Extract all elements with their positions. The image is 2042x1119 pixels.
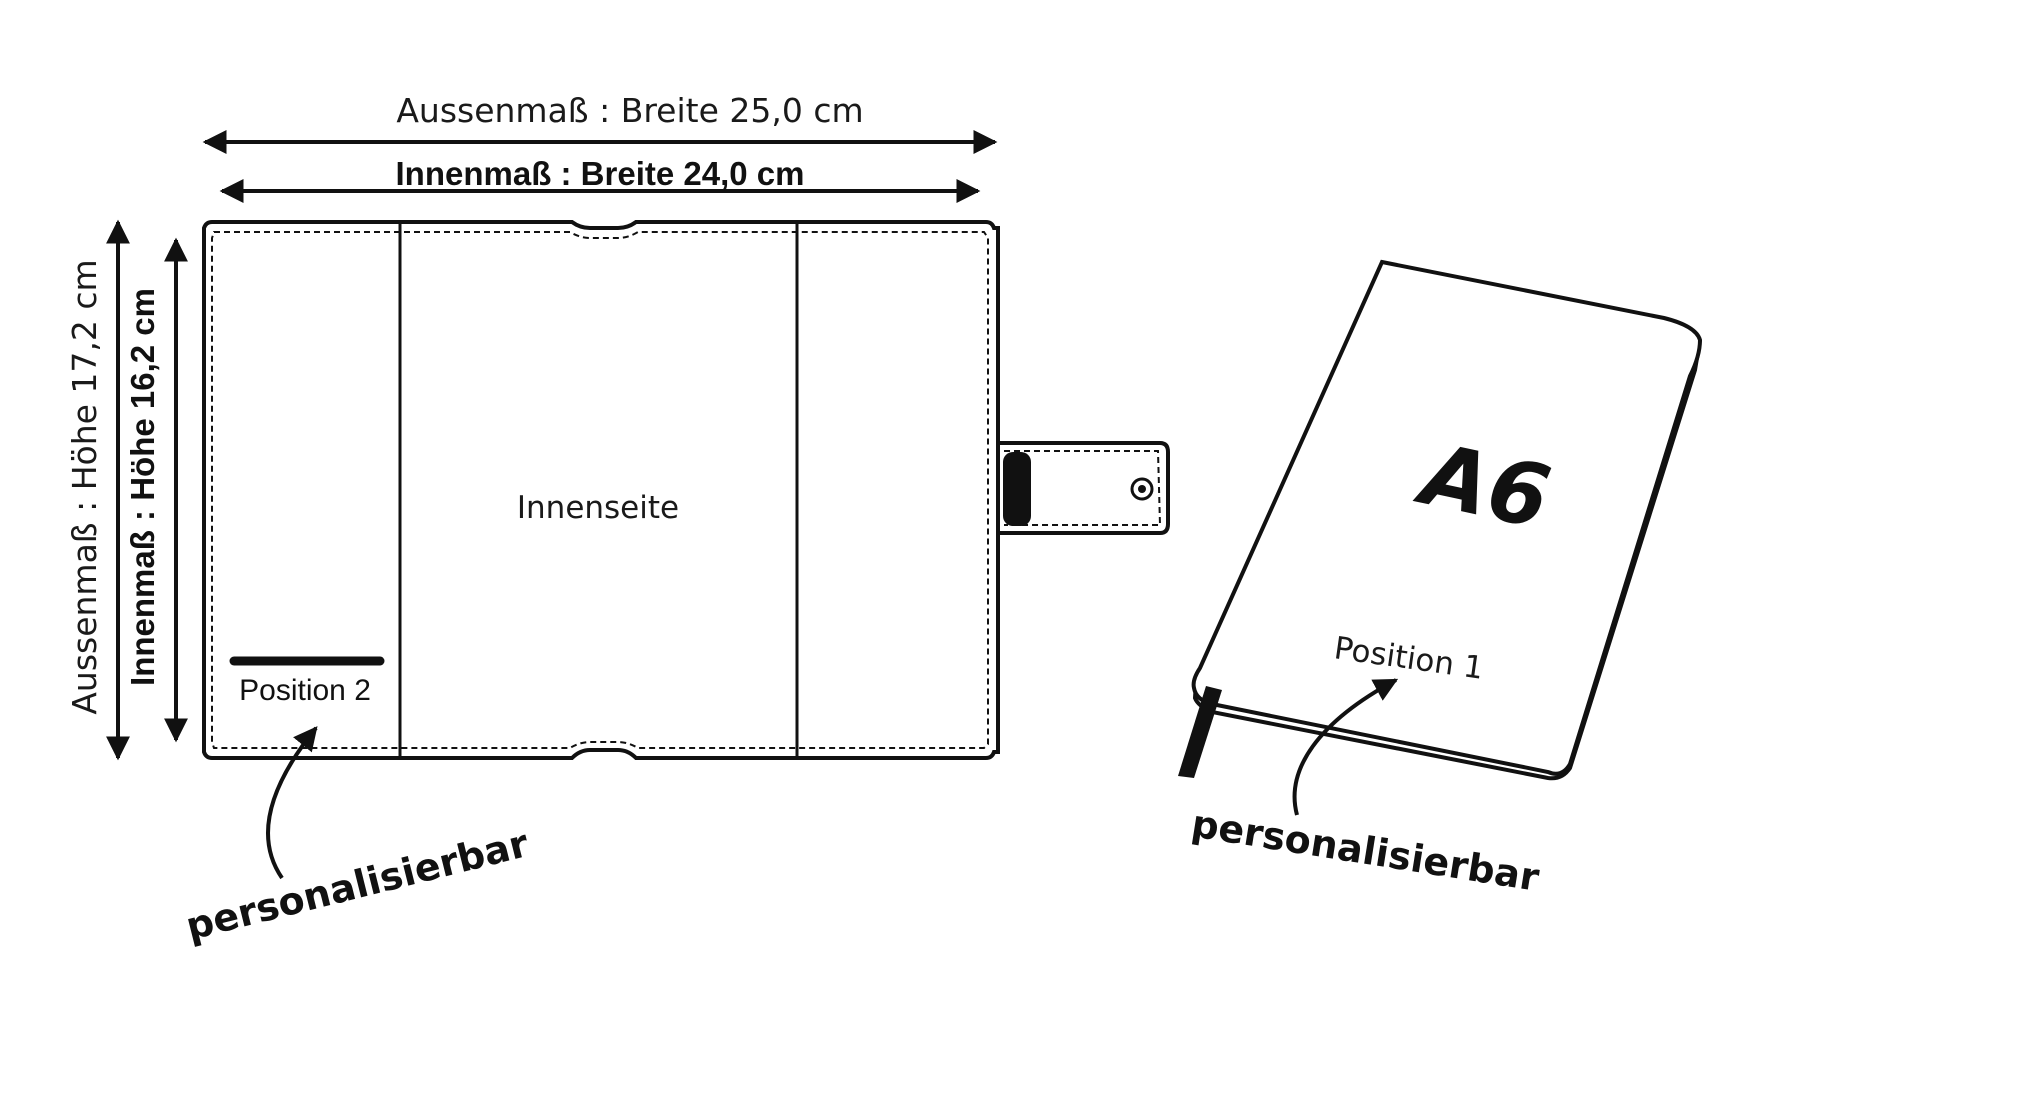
a6-notebook: A6 Position 1 personalisierbar xyxy=(1178,259,1703,900)
position-2-arrow xyxy=(266,726,318,880)
position-2-label: Position 2 xyxy=(239,674,371,707)
inner-height-dimension: Innenmaß : Höhe 16,2 cm xyxy=(124,237,188,743)
cover-callout: personalisierbar xyxy=(182,821,533,949)
inner-width-dimension: Innenmaß : Breite 24,0 cm xyxy=(219,155,981,203)
inner-width-label: Innenmaß : Breite 24,0 cm xyxy=(396,155,805,192)
outer-height-dimension: Aussenmaß : Höhe 17,2 cm xyxy=(65,219,130,761)
outer-width-dimension: Aussenmaß : Breite 25,0 cm xyxy=(202,91,998,154)
bookmark-ribbon xyxy=(1178,686,1222,778)
book-callout: personalisierbar xyxy=(1189,801,1543,899)
open-cover: Innenseite Position 2 personalisierbar xyxy=(182,220,1000,949)
outer-width-label: Aussenmaß : Breite 25,0 cm xyxy=(396,91,863,130)
clasp-tab xyxy=(996,441,1170,535)
pen-loop xyxy=(1003,452,1031,526)
position-1-arrow xyxy=(1292,678,1399,816)
outer-height-label: Aussenmaß : Höhe 17,2 cm xyxy=(65,259,104,714)
inner-height-label: Innenmaß : Höhe 16,2 cm xyxy=(124,288,161,686)
cover-center-label: Innenseite xyxy=(517,490,679,526)
